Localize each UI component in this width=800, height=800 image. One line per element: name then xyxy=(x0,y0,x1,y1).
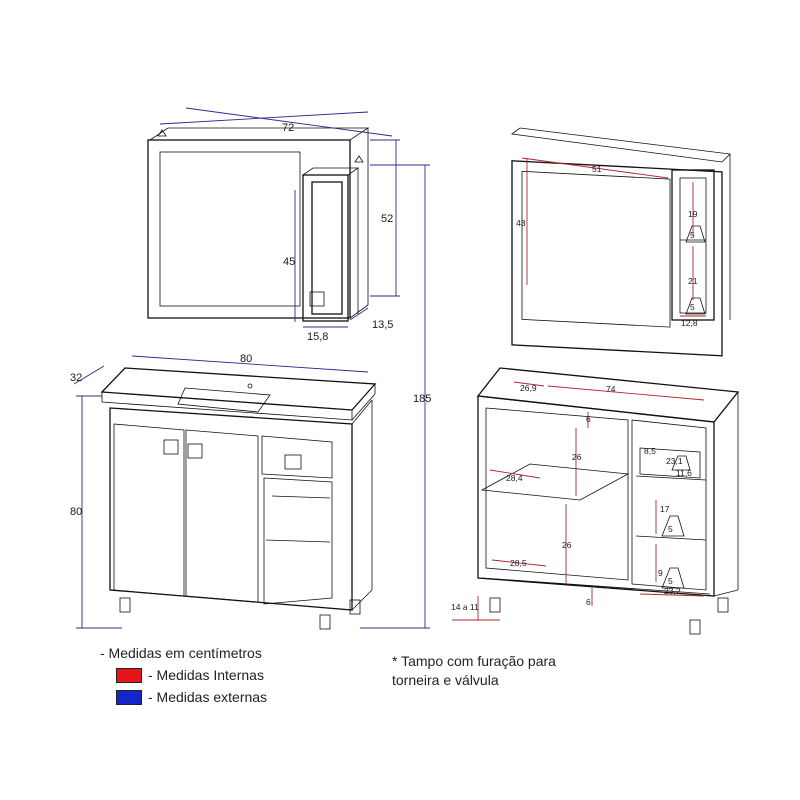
dim-label-6-top: 6 xyxy=(586,414,591,424)
dim-label-32: 32 xyxy=(70,372,82,384)
dim-label-9: 9 xyxy=(658,568,663,578)
dim-mirror-inner-height: 43 xyxy=(516,158,528,285)
sink-note: * Tampo com furação para torneira e válv… xyxy=(392,652,632,690)
dim-foot-height: 14 a 11 xyxy=(451,596,500,621)
dim-top-inner-height: 45 xyxy=(283,190,296,322)
dim-label-23-1: 23,1 xyxy=(666,456,683,466)
dim-cab-height: 80 xyxy=(70,395,122,629)
dim-label-28-5: 28,5 xyxy=(510,558,527,568)
dim-label-28-4: 28,4 xyxy=(506,473,523,483)
dim-top-width: 72 xyxy=(159,107,393,137)
svg-text:5: 5 xyxy=(668,524,673,534)
dim-top-col-width: 15,8 xyxy=(303,326,348,343)
base-cabinet-external xyxy=(100,367,377,630)
dim-label-26-9: 26,9 xyxy=(520,383,537,393)
legend-external: - Medidas externas xyxy=(100,686,267,708)
mirror-cabinet-external xyxy=(147,127,370,322)
dim-label-19: 19 xyxy=(688,209,698,219)
dim-label-45: 45 xyxy=(283,256,295,268)
svg-text:5: 5 xyxy=(690,230,695,240)
base-cabinet-internal: 5 5 xyxy=(476,367,740,635)
dim-label-80-width: 80 xyxy=(240,353,252,365)
dim-label-72: 72 xyxy=(282,122,294,134)
dim-top-depth: 13,5 xyxy=(349,307,393,331)
dim-label-52: 52 xyxy=(381,213,393,225)
dim-label-185: 185 xyxy=(413,393,431,405)
dim-label-15-8: 15,8 xyxy=(307,331,328,343)
dim-mirror-shelf: 19 21 12,8 xyxy=(680,182,706,328)
dim-cab-depth: 32 xyxy=(70,365,105,385)
dim-top-height: 52 xyxy=(370,139,400,297)
dim-label-6-bottom: 6 xyxy=(586,597,591,607)
dim-label-11-6: 11,6 xyxy=(676,468,692,478)
mirror-cabinet-internal: 5 5 xyxy=(510,127,731,357)
dim-label-13-5: 13,5 xyxy=(372,319,393,331)
dim-mirror-inner-width: 51 xyxy=(521,157,669,179)
dim-cab-width: 80 xyxy=(131,353,369,373)
legend-internal: - Medidas Internas xyxy=(100,664,267,686)
dim-label-43: 43 xyxy=(516,218,526,228)
dim-label-26-lower: 26 xyxy=(562,540,572,550)
dim-label-26-upper: 26 xyxy=(572,452,582,462)
dim-label-foot: 14 a 11 xyxy=(451,602,479,612)
legend-title: - Medidas em centímetros xyxy=(100,645,262,661)
legend-internal-swatch xyxy=(116,667,142,683)
dim-label-51: 51 xyxy=(592,164,602,174)
dim-label-12-8: 12,8 xyxy=(681,318,698,328)
dim-label-80-height: 80 xyxy=(70,506,82,518)
dim-label-21: 21 xyxy=(688,276,698,286)
note-line-1: * Tampo com furação para xyxy=(392,653,556,669)
dim-label-8-5: 8,5 xyxy=(644,446,656,456)
dim-label-17: 17 xyxy=(660,504,670,514)
dim-label-74: 74 xyxy=(606,384,616,394)
svg-text:5: 5 xyxy=(668,576,673,586)
svg-text:5: 5 xyxy=(690,302,695,312)
dim-label-23-2: 23,2 xyxy=(664,586,681,596)
dim-total-height: 185 xyxy=(360,164,431,629)
legend: - Medidas em centímetros - Medidas Inter… xyxy=(100,642,267,708)
note-line-2: torneira e válvula xyxy=(392,672,499,688)
legend-external-swatch xyxy=(116,689,142,705)
dim-cab-inner: 26,9 74 6 26 26 28,4 28,5 8,5 23,1 11,6 … xyxy=(489,381,705,607)
